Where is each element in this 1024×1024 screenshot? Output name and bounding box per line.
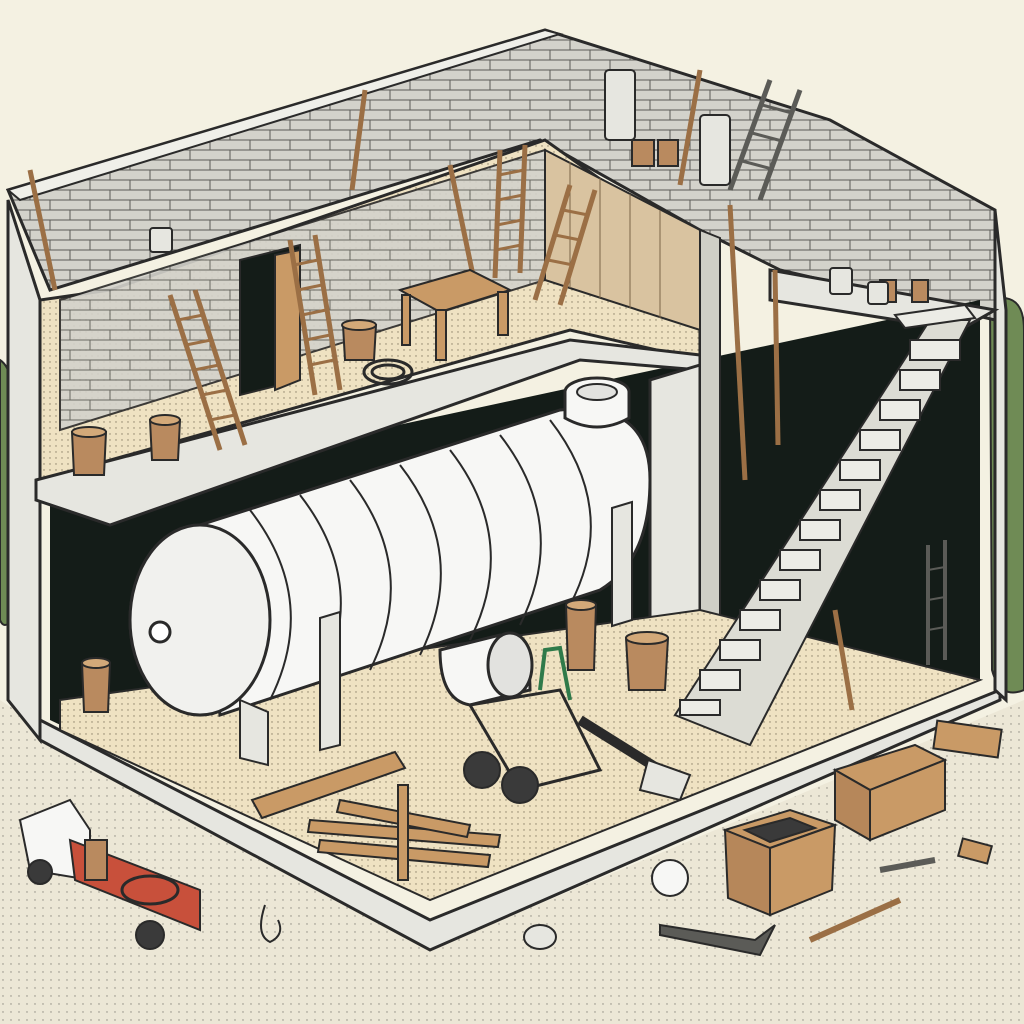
staircase	[673, 303, 977, 747]
crate-icon	[721, 808, 839, 917]
ladder-icon	[287, 234, 343, 396]
ladder-icon	[532, 184, 598, 306]
storage-tank	[128, 376, 652, 718]
bucket-icon	[341, 319, 378, 361]
bucket-icon	[70, 426, 108, 476]
ladder-icon	[492, 144, 528, 279]
ladder-icon	[727, 79, 803, 201]
wood-planks	[250, 750, 502, 881]
bucket-icon	[624, 631, 670, 691]
ladder-icon	[926, 540, 947, 665]
wooden-bench	[397, 268, 513, 361]
cans	[149, 69, 889, 305]
upper-floor-edge	[34, 338, 702, 527]
hand-truck-icon	[438, 631, 603, 804]
truck-icon	[18, 798, 201, 950]
pit-outer-wall-left	[6, 199, 42, 745]
ground	[0, 700, 1024, 1024]
shovel	[577, 715, 692, 802]
bucket-icon	[564, 599, 598, 671]
pit-outer-wall-right	[993, 209, 1008, 704]
bucket-icon	[80, 657, 112, 713]
hose-icon	[362, 358, 414, 386]
poles	[27, 69, 855, 711]
debris	[260, 719, 1003, 957]
bucket-icon	[148, 414, 182, 461]
tank-supports	[239, 500, 633, 767]
wall-top-edge	[5, 28, 564, 202]
ladder-icon	[167, 289, 248, 451]
crate-icon	[832, 743, 948, 842]
wood-panel-lines	[569, 162, 661, 318]
